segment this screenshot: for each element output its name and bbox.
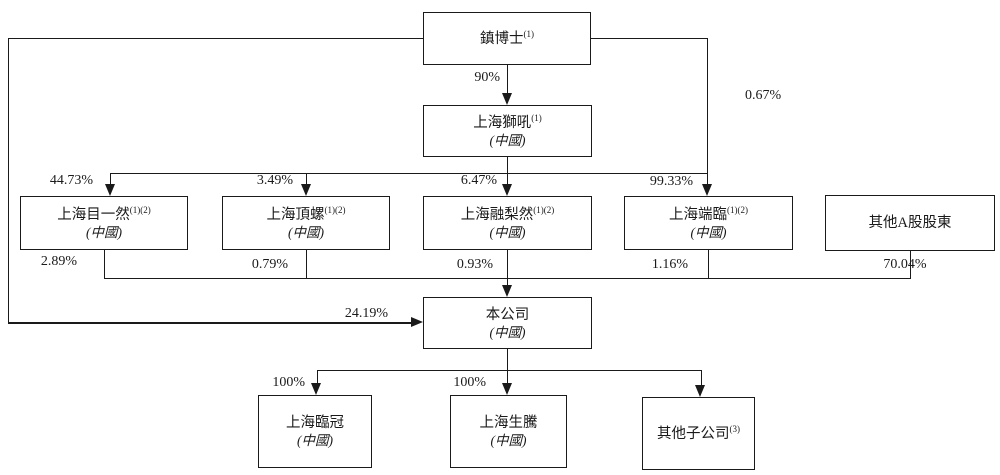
edge-shihou-distribution-horizontal	[110, 172, 708, 174]
edge-drop-other-sub	[700, 370, 702, 386]
ownership-pct-shihou-muyiran: 44.73%	[49, 173, 93, 188]
node-other-a-shareholders: 其他A股股東	[825, 195, 995, 251]
edge-zhen-to-shihou-vertical	[506, 65, 508, 94]
node-country: (中國)	[490, 433, 527, 448]
edge-zhen-left-horizontal	[8, 37, 423, 39]
ownership-pct-company-shengteng: 100%	[453, 375, 486, 390]
node-label: 上海生騰	[479, 415, 538, 431]
ownership-pct-muyiran-company: 2.89%	[40, 254, 77, 269]
ownership-pct-shihou-dingluo: 3.49%	[256, 173, 293, 188]
edge-drop-muyiran	[109, 173, 111, 185]
node-shanghai-shihou: 上海獅吼(1) (中國)	[423, 105, 592, 157]
node-country: (中國)	[489, 324, 526, 340]
edge-muyiran-to-collector	[103, 250, 105, 279]
edge-drop-linguan	[316, 370, 318, 384]
edge-shihou-down-vertical	[506, 157, 508, 174]
ownership-pct-other-a-company: 70.04%	[883, 257, 927, 272]
edge-company-down-vertical	[506, 349, 508, 371]
footnote-marker: (1)(2)	[533, 204, 555, 215]
ownership-pct-zhen-shihou: 90%	[474, 70, 500, 85]
node-label: 上海臨冠	[286, 415, 344, 431]
node-label: 本公司	[485, 306, 530, 323]
ownership-pct-duanlin-company: 1.16%	[651, 257, 688, 272]
edge-subsidiary-distribution-horizontal	[317, 369, 702, 371]
footnote-marker: (1)	[523, 28, 535, 39]
arrowhead-into-dingluo	[300, 184, 311, 196]
node-shanghai-muyiran: 上海目一然(1)(2) (中國)	[20, 196, 188, 250]
ownership-pct-dingluo-company: 0.79%	[251, 257, 288, 272]
arrowhead-into-company-left	[411, 317, 423, 327]
edge-zhen-left-vertical	[7, 37, 9, 324]
node-label: 上海目一然(1)(2)	[57, 204, 151, 223]
ownership-pct-zhen-company: 24.19%	[344, 306, 388, 321]
node-shanghai-rongliran: 上海融梨然(1)(2) (中國)	[423, 196, 592, 250]
footnote-marker: (1)	[531, 112, 542, 123]
footnote-marker: (1)(2)	[324, 204, 346, 215]
node-label: 上海頂螺(1)(2)	[266, 204, 346, 223]
footnote-marker: (1)(2)	[129, 204, 151, 215]
node-country: (中國)	[690, 224, 727, 240]
ownership-pct-shihou-duanlin: 99.33%	[649, 174, 693, 189]
arrowhead-into-muyiran	[104, 184, 115, 196]
edge-drop-rongliran	[506, 173, 508, 185]
edge-zhen-to-duanlin-vertical	[706, 37, 708, 185]
edge-duanlin-to-collector	[707, 250, 709, 279]
node-shanghai-duanlin: 上海端臨(1)(2) (中國)	[624, 196, 793, 250]
node-label: 其他子公司(3)	[657, 423, 741, 442]
edge-drop-shengteng	[506, 370, 508, 384]
edge-other-a-to-collector	[909, 251, 911, 279]
ownership-pct-rongliran-company: 0.93%	[456, 257, 493, 272]
node-shanghai-dingluo: 上海頂螺(1)(2) (中國)	[222, 196, 390, 250]
node-company: 本公司 (中國)	[423, 297, 592, 349]
arrowhead-into-duanlin	[701, 184, 712, 196]
ownership-pct-zhen-duanlin: 0.67%	[745, 88, 782, 103]
footnote-marker: (3)	[729, 423, 741, 434]
node-label: 上海端臨(1)(2)	[669, 204, 748, 223]
node-shanghai-shengteng: 上海生騰 (中國)	[450, 395, 567, 468]
arrowhead-into-other-sub	[695, 385, 705, 397]
arrowhead-into-linguan	[311, 383, 321, 395]
node-label: 上海融梨然(1)(2)	[460, 204, 555, 223]
footnote-marker: (1)(2)	[727, 204, 748, 215]
node-zhen-boshi: 鎮博士(1)	[423, 12, 591, 65]
node-country: (中國)	[489, 132, 526, 148]
edge-zhen-to-company-horizontal	[8, 322, 412, 324]
edge-rongliran-to-company	[506, 250, 508, 286]
edge-collector-horizontal	[104, 277, 910, 279]
edge-drop-dingluo	[305, 173, 307, 185]
ownership-pct-shihou-rongliran: 6.47%	[460, 173, 497, 188]
arrowhead-into-company-top	[501, 285, 512, 297]
node-label: 鎮博士(1)	[480, 28, 535, 47]
node-label: 其他A股股東	[868, 215, 952, 231]
node-other-subsidiaries: 其他子公司(3)	[642, 397, 755, 470]
ownership-pct-company-linguan: 100%	[272, 375, 305, 390]
arrowhead-into-shihou	[501, 93, 512, 105]
edge-dingluo-to-collector	[305, 250, 307, 279]
node-country: (中國)	[288, 224, 324, 240]
node-country: (中國)	[86, 224, 122, 240]
arrowhead-into-rongliran	[501, 184, 512, 196]
arrowhead-into-shengteng	[501, 383, 512, 395]
node-label: 上海獅吼(1)	[473, 112, 542, 131]
edge-zhen-right-horizontal	[591, 37, 708, 39]
node-country: (中國)	[297, 433, 333, 448]
node-shanghai-linguan: 上海臨冠 (中國)	[258, 395, 372, 468]
node-country: (中國)	[489, 224, 526, 240]
